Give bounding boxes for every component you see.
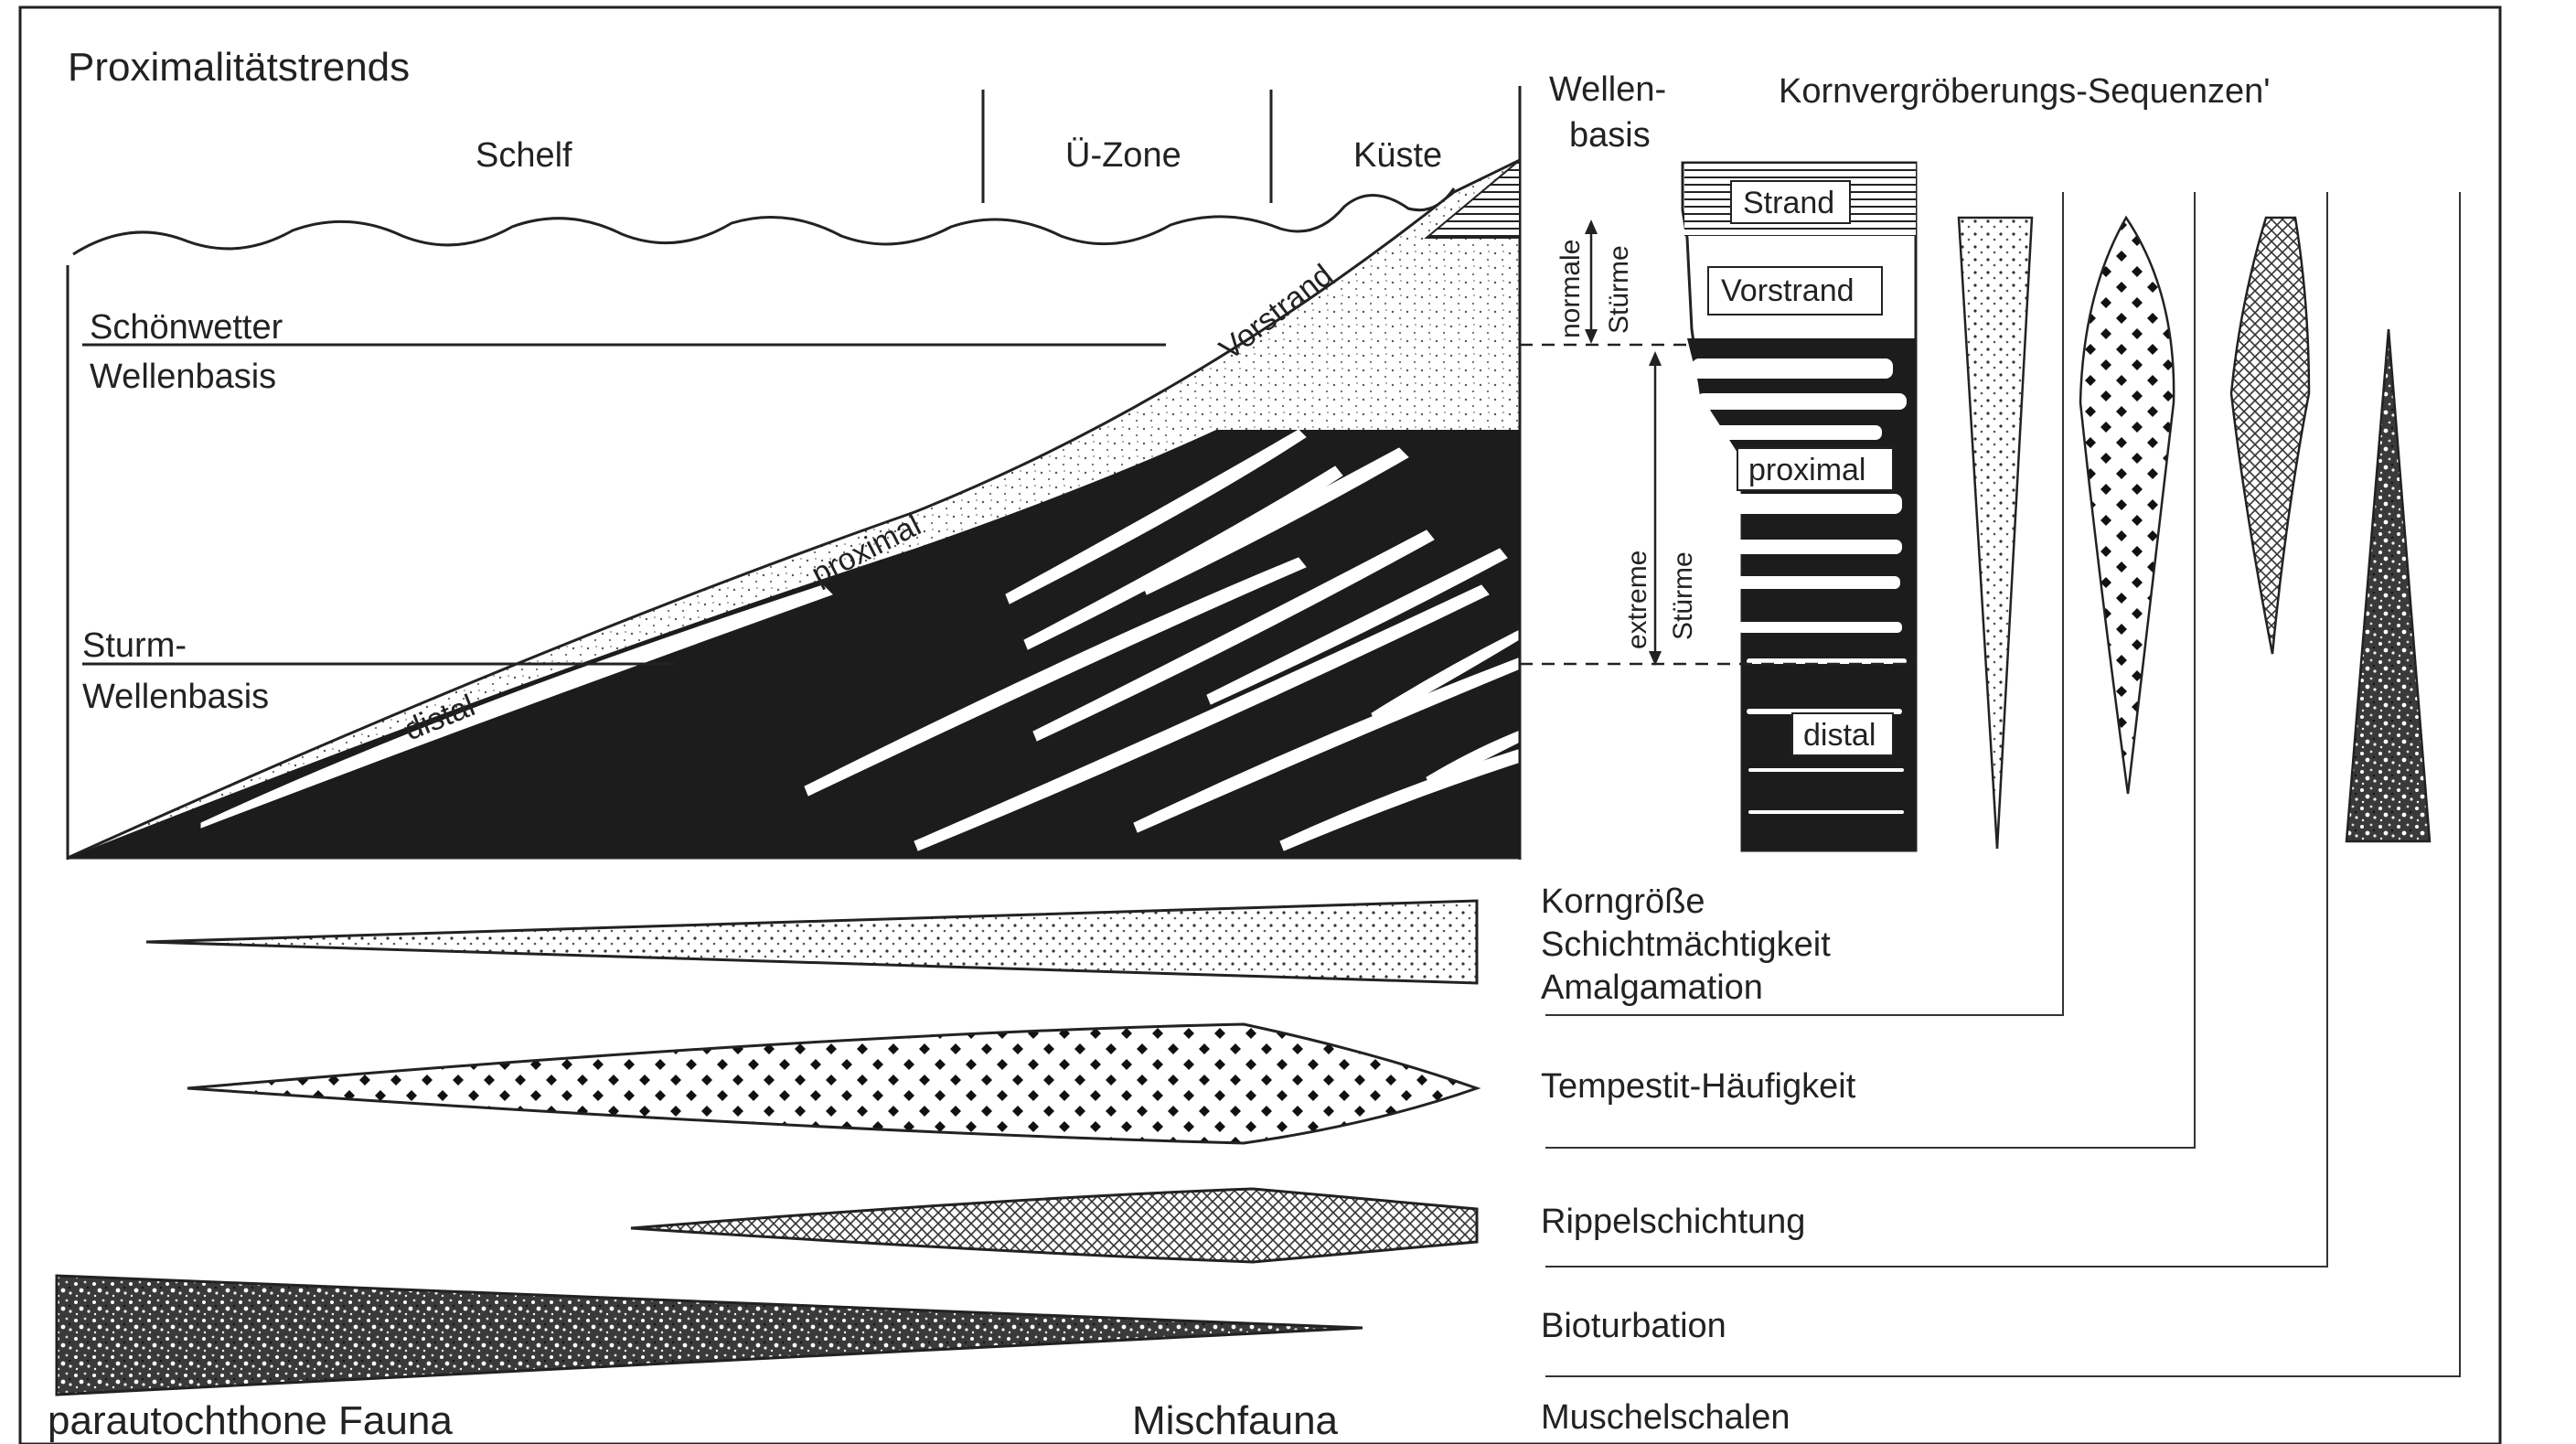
bracket-tempestite: [1545, 192, 2196, 1149]
box-distal: [1791, 712, 1894, 756]
column-label-beach: Strand: [1743, 186, 1834, 220]
bracket-ripple: [1545, 192, 2328, 1268]
sequences-title: Kornvergröberungs-Sequenzen': [1779, 72, 2271, 111]
figure-frame: [18, 5, 2502, 1444]
coarsening-sequences: Kornvergröberungs-Sequenzen': [1545, 72, 2461, 1377]
label-extreme-storms-2: Stürme: [1668, 551, 1698, 640]
column-label-distal: distal: [1803, 718, 1876, 753]
beach-lamination: [1424, 157, 1521, 239]
label-wave-base-1: Wellen-: [1549, 70, 1666, 109]
sea-surface: [72, 187, 1456, 256]
diagram-title: Proximalitätstrends: [68, 45, 410, 90]
box-beach: [1730, 180, 1851, 224]
sequence-ripple: [2229, 216, 2311, 655]
label-fair-weather-2: Wellenbasis: [90, 358, 276, 396]
trend-labels: Korngröße Schichtmächtigkeit Amalgamatio…: [1541, 882, 1856, 1437]
zone-shelf: Schelf: [476, 136, 572, 175]
label-wave-base-2: basis: [1569, 116, 1651, 155]
label-storm-2: Wellenbasis: [82, 678, 269, 716]
fauna-right: Mischfauna: [1132, 1398, 1339, 1443]
horizontal-trends: [55, 899, 1481, 1396]
tempestite-beds: [200, 429, 1519, 851]
column-mud: [1687, 338, 1916, 850]
trend-label-grain-size-1: Korngröße: [1541, 882, 1705, 921]
label-storm-1: Sturm-: [82, 626, 187, 665]
mud-body: [68, 430, 1520, 858]
sequence-bioturbation: [2345, 328, 2432, 843]
label-extreme-storms-1: extreme: [1622, 551, 1652, 649]
label-fair-weather-1: Schönwetter: [90, 308, 283, 347]
box-proximal: [1737, 447, 1894, 491]
trend-label-ripple: Rippelschichtung: [1541, 1203, 1805, 1241]
fauna-left: parautochthone Fauna: [48, 1398, 453, 1443]
column-label-proximal: proximal: [1748, 453, 1865, 487]
trend-label-shells: Muschelschalen: [1541, 1398, 1790, 1437]
bracket-grain-size: [1545, 192, 2064, 1016]
column-label-shoreface: Vorstrand: [1721, 273, 1855, 308]
normal-storm-arrowheads: [1585, 219, 1598, 344]
box-shoreface: [1707, 266, 1883, 316]
zone-transition: Ü-Zone: [1065, 136, 1181, 175]
trend-tempestite: [187, 1022, 1481, 1145]
trend-label-tempestite: Tempestit-Häufigkeit: [1541, 1067, 1856, 1106]
column-storm-beds: [1692, 358, 1907, 814]
sequence-tempestite: [2079, 215, 2175, 795]
trend-bioturbation: [55, 1274, 1363, 1396]
cross-section: Proximalitätstrends Schelf Ü-Zone Küste …: [66, 45, 1522, 860]
trend-ripple: [630, 1187, 1479, 1264]
sequence-grain-size: [1957, 216, 2034, 850]
label-normal-storms-2: Stürme: [1604, 245, 1634, 334]
trend-grain-size: [145, 899, 1479, 985]
bracket-bioturbation: [1545, 192, 2461, 1377]
trend-label-grain-size-3: Amalgamation: [1541, 968, 1763, 1007]
label-normal-storms-1: normale: [1555, 240, 1586, 338]
trend-label-grain-size-2: Schichtmächtigkeit: [1541, 925, 1831, 964]
trend-label-bioturbation: Bioturbation: [1541, 1307, 1726, 1345]
zone-coast: Küste: [1353, 136, 1442, 175]
stratigraphic-column: Wellen- basis Strand Vorstrand proximal: [1520, 70, 1918, 852]
